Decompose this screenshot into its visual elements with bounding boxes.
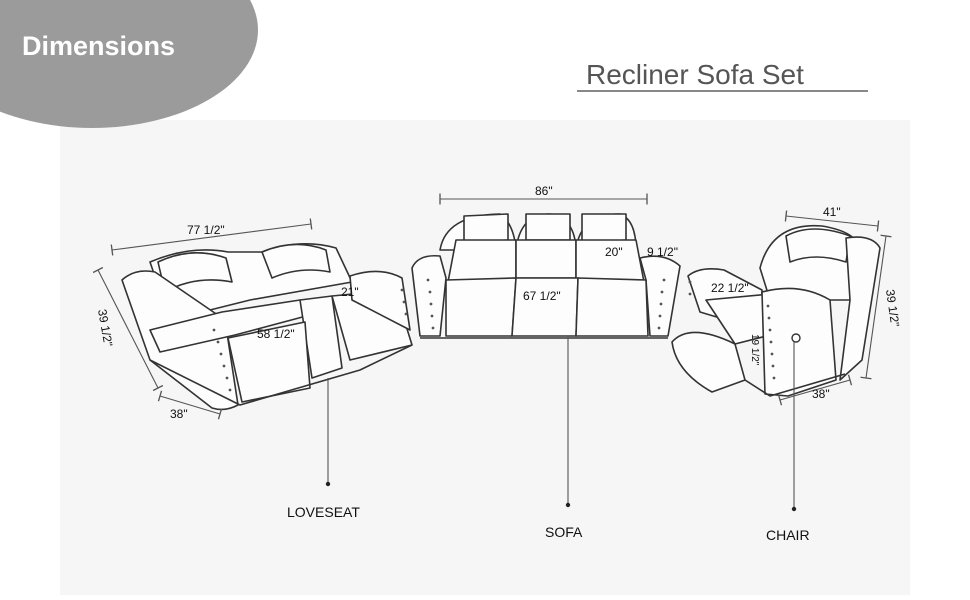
loveseat-arm-height-label: 21" xyxy=(341,285,359,299)
loveseat-seat-width-label: 58 1/2" xyxy=(257,327,295,341)
sofa-width-label: 86" xyxy=(535,184,553,198)
chair-seat-height-label: 19 1/2" xyxy=(749,334,760,366)
sofa-pointer-dot xyxy=(565,502,571,508)
loveseat-depth-label: 38" xyxy=(170,407,188,421)
loveseat-height-line xyxy=(92,266,164,392)
loveseat-height-label: 39 1/2" xyxy=(95,308,115,347)
loveseat-name-label: LOVESEAT xyxy=(287,504,360,520)
loveseat-width-label: 77 1/2" xyxy=(187,223,225,237)
loveseat-pointer-dot xyxy=(325,481,331,487)
recline-button-icon xyxy=(791,333,801,343)
chair-height-line xyxy=(860,234,892,380)
chair-nailhead-trim xyxy=(688,280,776,380)
chair-seat-width-label: 22 1/2" xyxy=(711,281,749,295)
sofa-drawing xyxy=(411,213,681,339)
chair-depth-label: 38" xyxy=(812,387,830,401)
sofa-nailhead-trim xyxy=(426,278,666,330)
sofa-name-label: SOFA xyxy=(545,524,583,540)
page-title: Recliner Sofa Set xyxy=(586,59,804,90)
title-block: Recliner Sofa Set xyxy=(577,59,868,92)
loveseat-nailhead-trim xyxy=(212,288,408,392)
chair-depth-line xyxy=(777,374,853,406)
sofa-seat-width-label: 67 1/2" xyxy=(523,289,561,303)
chair-name-label: CHAIR xyxy=(766,527,810,543)
dimensions-badge: Dimensions xyxy=(0,0,258,128)
chair-dimension-lines xyxy=(777,210,892,509)
loveseat-width-line xyxy=(110,218,313,256)
loveseat-depth-line xyxy=(157,390,223,420)
chair-height-label: 39 1/2" xyxy=(883,288,902,327)
sofa-arm-width-label: 9 1/2" xyxy=(647,245,678,259)
chair-pointer-dot xyxy=(791,506,797,512)
chair-width-label: 41" xyxy=(823,205,841,219)
chair-width-line xyxy=(784,210,880,232)
sofa-dimension-lines xyxy=(439,193,648,505)
loveseat-dimension-lines xyxy=(92,218,329,483)
badge-text: Dimensions xyxy=(22,31,175,61)
sofa-seat-depth-label: 20" xyxy=(605,245,623,259)
